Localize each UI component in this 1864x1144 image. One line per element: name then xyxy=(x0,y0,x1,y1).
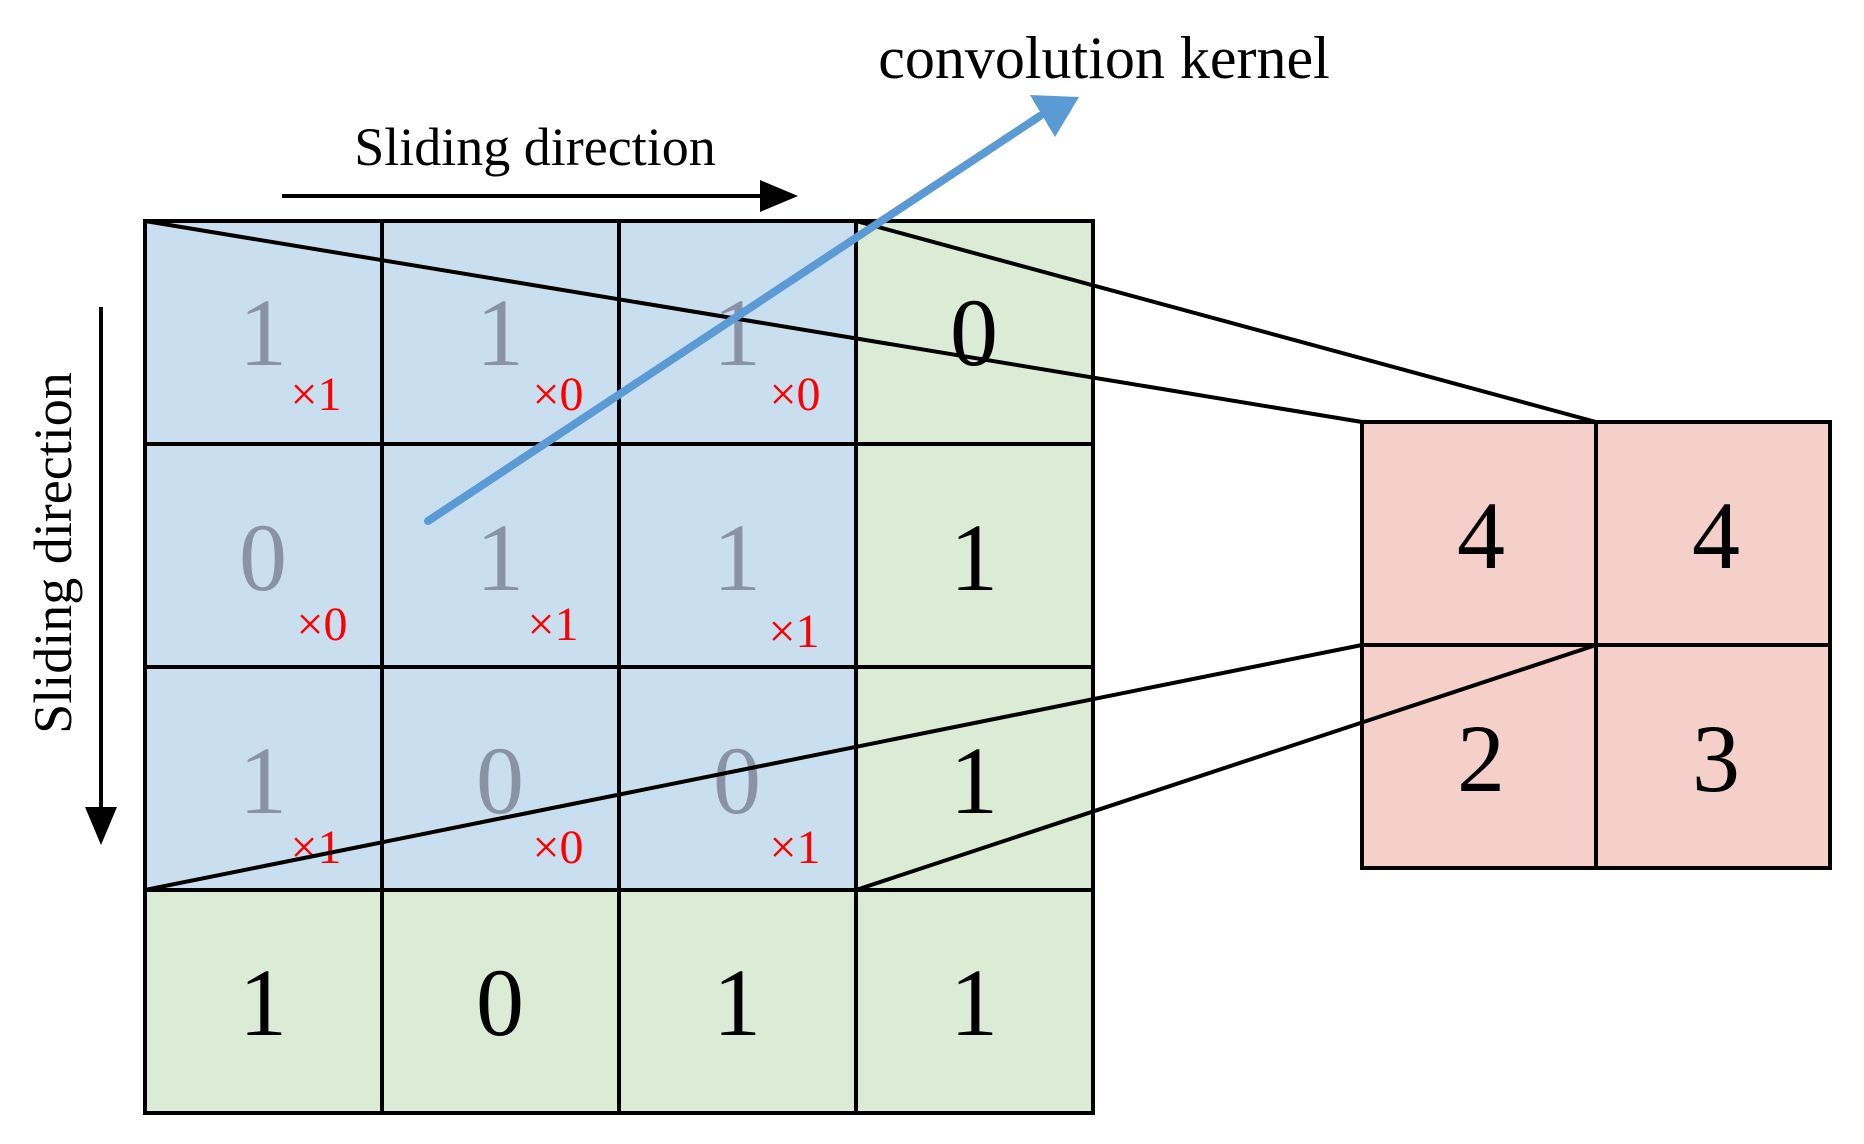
kernel-weight: ×0 xyxy=(769,368,820,421)
kernel-weight: ×0 xyxy=(296,598,347,651)
output-cell xyxy=(1362,422,1596,645)
connector-line xyxy=(855,219,1597,424)
kernel-weight: ×1 xyxy=(290,368,341,421)
kernel-weight: ×1 xyxy=(290,821,341,874)
input-value: 1 xyxy=(476,504,524,611)
output-grid: 4 4 2 3 xyxy=(1360,420,1832,870)
input-cell xyxy=(145,890,382,1113)
input-value: 1 xyxy=(950,727,998,834)
kernel-weight: ×0 xyxy=(532,821,583,874)
connector-lines xyxy=(144,219,1597,892)
input-value: 1 xyxy=(239,727,287,834)
horizontal-direction-label: Sliding direction xyxy=(354,117,715,177)
kernel-pointer: convolution kernel xyxy=(424,25,1330,525)
input-value: 0 xyxy=(713,727,761,834)
output-values: 4 4 2 3 xyxy=(1457,482,1740,812)
input-value: 1 xyxy=(950,504,998,611)
input-value: 0 xyxy=(239,504,287,611)
input-value: 1 xyxy=(239,279,287,386)
input-cell xyxy=(619,890,856,1113)
kernel-weight: ×1 xyxy=(768,605,819,658)
connector-line xyxy=(144,219,1363,424)
input-grid-lines xyxy=(143,219,1095,1115)
kernel-weight: ×0 xyxy=(532,368,583,421)
input-value: 1 xyxy=(239,949,287,1056)
kernel-weight: ×1 xyxy=(769,821,820,874)
vertical-sliding-indicator: Sliding direction xyxy=(23,307,117,845)
input-cell xyxy=(856,221,1093,444)
vertical-direction-label: Sliding direction xyxy=(23,372,83,733)
output-value: 4 xyxy=(1457,482,1505,589)
kernel-weights: ×1 ×0 ×0 ×0 ×1 ×1 ×1 ×0 ×1 xyxy=(290,368,820,874)
kernel-label: convolution kernel xyxy=(878,25,1330,91)
kernel-weight: ×1 xyxy=(527,598,578,651)
right-arrowhead-icon xyxy=(760,180,798,212)
input-cell xyxy=(856,444,1093,667)
input-value: 0 xyxy=(950,279,998,386)
kernel-overlay xyxy=(145,221,856,890)
input-cell xyxy=(856,890,1093,1113)
input-row-3 xyxy=(145,890,1093,1113)
output-value: 3 xyxy=(1692,705,1740,812)
output-cell xyxy=(1596,422,1830,645)
input-value: 0 xyxy=(476,949,524,1056)
input-values: 1 1 1 0 0 1 1 1 1 0 0 1 1 0 1 1 xyxy=(239,279,998,1056)
input-value: 1 xyxy=(476,279,524,386)
input-value: 1 xyxy=(950,949,998,1056)
input-value: 1 xyxy=(713,504,761,611)
kernel-arrow-shaft xyxy=(424,112,1044,525)
input-value: 1 xyxy=(713,279,761,386)
kernel-arrowhead-icon xyxy=(1030,95,1079,137)
connector-line xyxy=(144,643,1363,892)
output-value: 2 xyxy=(1457,705,1505,812)
horizontal-sliding-indicator: Sliding direction xyxy=(282,117,798,212)
input-value: 1 xyxy=(713,949,761,1056)
input-cell xyxy=(382,890,619,1113)
connector-line xyxy=(855,643,1597,892)
down-arrowhead-icon xyxy=(85,807,117,845)
output-value: 4 xyxy=(1692,482,1740,589)
output-cell xyxy=(1596,645,1830,868)
